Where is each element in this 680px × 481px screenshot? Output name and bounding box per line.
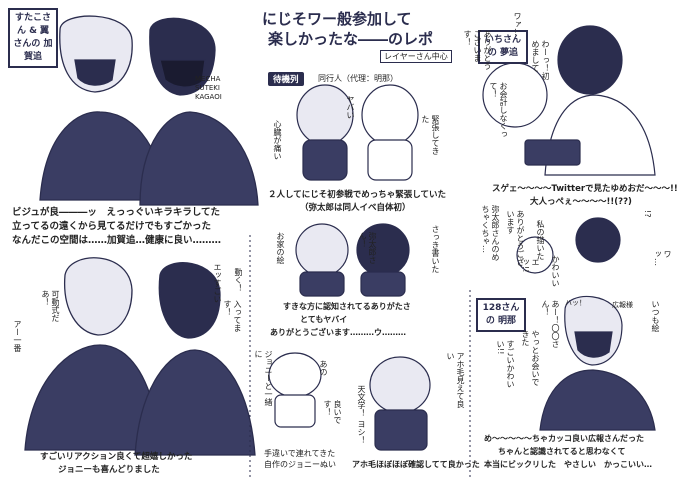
- speech-kinchou: 緊張してきた: [421, 115, 440, 155]
- speech-kadoushiki: 可動式だあ！: [41, 290, 60, 322]
- figure-sutako-bottom: [24, 257, 161, 451]
- speech-ouchi-e: お家の絵: [276, 232, 285, 264]
- title-subtitle: レイヤーさん中心: [380, 50, 452, 63]
- caption-3a: ２人してにじそ初参戦でめっちゃ緊張していた: [268, 190, 446, 200]
- caption-1b: 立ってるの遠くから見てるだけでもすごかった: [12, 221, 212, 232]
- speech-yatto-oai: やっとお会いできた: [521, 330, 540, 386]
- speech-aa-ichiban: アー一番: [13, 320, 22, 352]
- caption-5a: 手違いで連れてきた: [264, 449, 336, 458]
- speech-wa2: ワッ…: [653, 250, 672, 266]
- chibi-right-pair: [516, 217, 621, 274]
- chibi-pair-recognized: [295, 223, 410, 297]
- caption-6: アホ毛ほぼほぼ確認してて良かった: [352, 460, 480, 469]
- speech-yabai: ヤバい: [346, 95, 355, 119]
- speech-watashi-no-kaita: 私の描いた: [536, 220, 545, 260]
- speech-yatarou-mechakucha: 弥太郎さんのめちゃくちゃ…: [481, 205, 500, 261]
- caption-7a: スゲェ～～～～Twitterで見たゆめおだ～～～!!: [492, 184, 678, 194]
- speech-ha: ハッ！: [565, 299, 586, 307]
- figure-tsubasa-top: [139, 17, 259, 206]
- speech-tenmongaku: 天文学！: [357, 385, 366, 417]
- caption-4b: とてもヤバイ: [300, 315, 348, 324]
- figure-sutako-top: [39, 15, 166, 201]
- chibi-ahoge: [369, 356, 431, 451]
- label-ichi: いちさんの 夢追: [478, 30, 528, 64]
- caption-1c: なんだこの空間は……加賀追…健康に良い………: [12, 235, 222, 246]
- caption-1a: ビジュが良―――ッ えっっぐいキラキラしてた: [12, 207, 221, 218]
- speech-okaikei: お会計しなくって！: [489, 82, 508, 138]
- speech-exclaim: !?: [643, 210, 652, 218]
- speech-yatarou: 弥太郎さん！: [358, 232, 377, 264]
- caption-3b: （弥太郎は同人イベ自体初）: [300, 203, 411, 213]
- speech-esugoi: エッすごい: [213, 263, 222, 303]
- speech-ugoku: 動く！: [234, 268, 243, 292]
- speech-johnny-issho: ジョニーと一緒に: [254, 350, 273, 406]
- caption-5b: 自作のジョニーぬい: [264, 460, 336, 469]
- tag-mecha-suteki: MECHA SUTEKI KAGAOI: [195, 75, 222, 101]
- speech-sugoi-kawaii: すごいかわいい!!: [496, 340, 515, 388]
- speech-wa-hajimemashite: わーっ！初めまして: [531, 40, 550, 80]
- speech-kouhou-sama: 広報様: [612, 301, 633, 309]
- chibi-plush: [268, 352, 322, 428]
- speech-waa: ワァ…: [513, 12, 522, 36]
- speech-ano: あの: [319, 360, 328, 376]
- speech-sama: あー！〇〇さん！: [541, 300, 560, 348]
- chibi-pair-waiting: [296, 84, 419, 181]
- caption-8c: 本当にビックリした やさしい かっこいい…: [484, 460, 652, 469]
- speech-yoshi: ヨシ！: [357, 420, 366, 444]
- speech-itsumo-e: いつも絵: [651, 300, 660, 332]
- figure-akina: [539, 295, 656, 431]
- speech-arigatou-2: ありがとうございます: [506, 210, 525, 266]
- speech-kawaii: かわいい: [551, 255, 560, 287]
- caption-7b: 大人っぺぇ～～～～!!(??): [530, 197, 632, 207]
- title-line-1: にじそワー般参加して: [262, 10, 412, 28]
- title-line-2: 楽しかったな――のレポ: [268, 30, 434, 48]
- tag-waiting-line: 待機列: [268, 72, 304, 86]
- speech-arigatou: ありがとうございます！: [463, 30, 492, 70]
- caption-2a: すごいリアクション良くて超嬉しかった: [40, 452, 193, 462]
- caption-4c: ありがとうございます………ウ………: [270, 328, 406, 337]
- label-sutako-tsubasa: すたこさん & 翼さんの 加賀追: [8, 8, 58, 68]
- figure-tsubasa-bottom: [134, 262, 256, 456]
- speech-shinzou: 心臓が痛い: [273, 120, 282, 160]
- speech-sakki-kaita: さっき書いた: [431, 225, 440, 273]
- speech-haittemasu: 入ってます！: [223, 300, 242, 332]
- speech-e: エッ!!: [521, 258, 540, 273]
- caption-2b: ジョニーも喜んどりました: [58, 465, 160, 475]
- speech-ahoge: アホ毛見えて良い: [446, 352, 465, 408]
- tag-companion: 同行人（代理：明那）: [318, 74, 398, 83]
- caption-8a: め～～～～～ちゃカッコ良い広報さんだった: [484, 434, 644, 443]
- figure-ichi: [482, 25, 656, 176]
- speech-ii-desu: 良いです！: [323, 400, 342, 424]
- caption-8b: ちゃんと認識されてると思わなくて: [498, 447, 626, 456]
- caption-4a: すきな方に認知されてるありがたさ: [283, 302, 411, 311]
- label-128: 128さんの 明那: [476, 298, 526, 332]
